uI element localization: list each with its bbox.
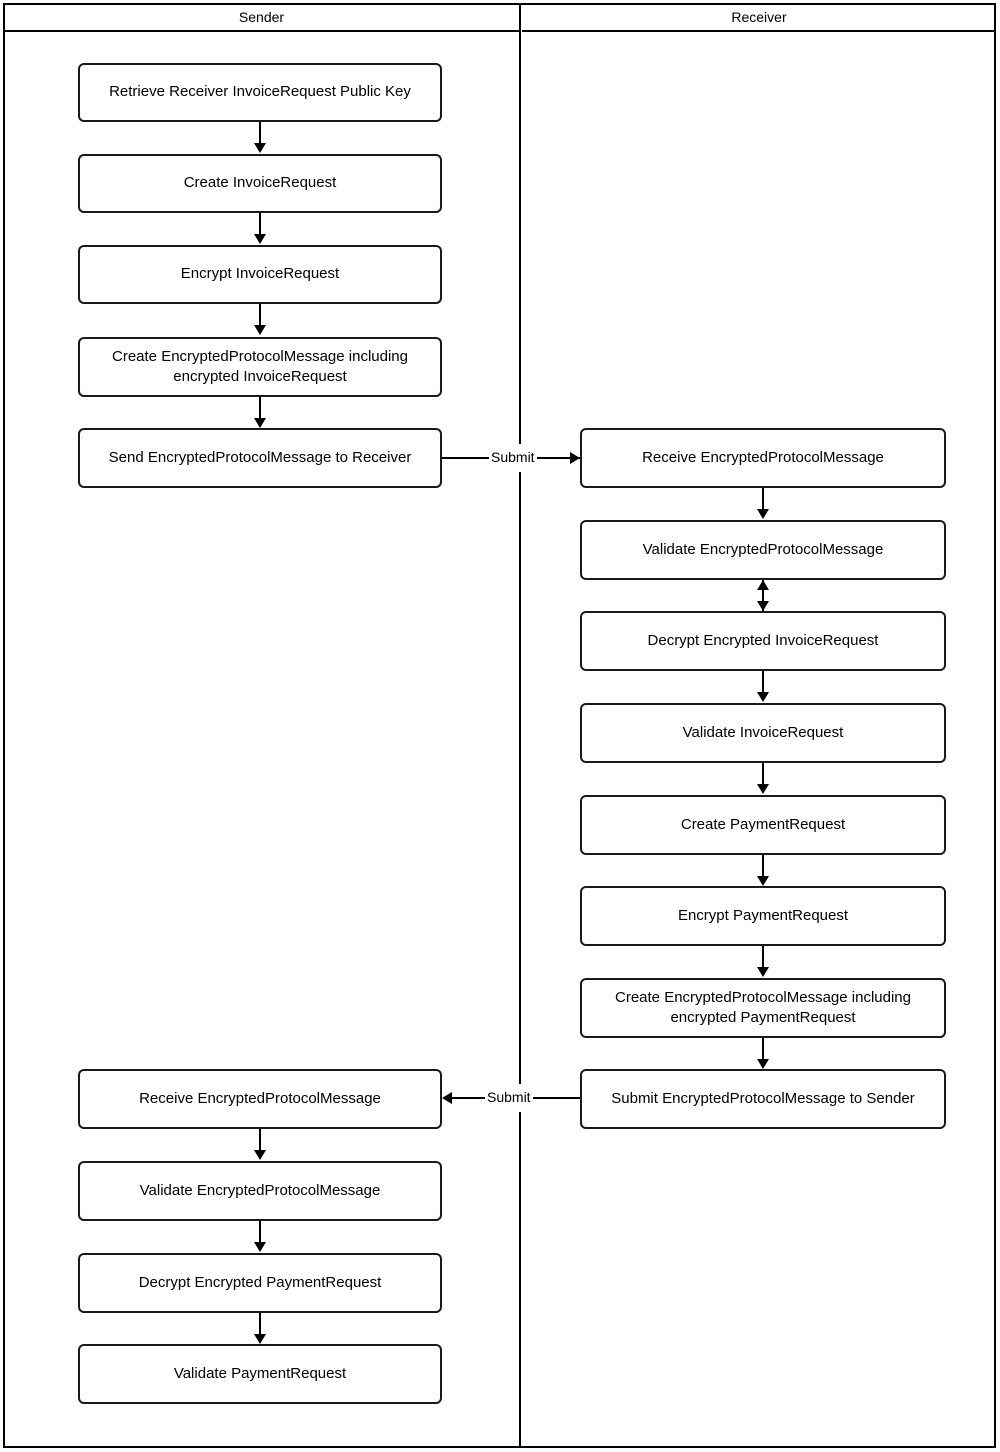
node-decrypt-encrypted-paymentrequest[interactable]: Decrypt Encrypted PaymentRequest bbox=[78, 1253, 442, 1313]
edge-s3-s4-arrowhead bbox=[254, 325, 266, 335]
node-label: Encrypt InvoiceRequest bbox=[180, 265, 340, 283]
node-receive-encryptedprotocolmessage-receiver[interactable]: Receive EncryptedProtocolMessage bbox=[580, 428, 946, 488]
edge-r7-r8-line bbox=[762, 1038, 764, 1060]
edge-s5-r1-arrowhead bbox=[570, 452, 580, 464]
edge-r1-r2-arrowhead bbox=[757, 509, 769, 519]
edge-r1-r2-line bbox=[762, 488, 764, 510]
edge-r3-r4-line bbox=[762, 671, 764, 693]
edge-s2-s3-line bbox=[259, 213, 261, 235]
edge-r8-s6-arrowhead bbox=[442, 1092, 452, 1104]
edge-s7-s8-arrowhead bbox=[254, 1242, 266, 1252]
edge-r6-r7-line bbox=[762, 946, 764, 968]
edge-r2-r3-arrowhead-down bbox=[757, 601, 769, 611]
lane-header-receiver: Receiver bbox=[522, 3, 996, 32]
node-send-encryptedprotocolmessage-to-receiver[interactable]: Send EncryptedProtocolMessage to Receive… bbox=[78, 428, 442, 488]
node-label: Validate PaymentRequest bbox=[173, 1364, 347, 1382]
edge-label-submit-top: Submit bbox=[489, 449, 537, 465]
edge-r5-r6-line bbox=[762, 855, 764, 877]
edge-s8-s9-line bbox=[259, 1313, 261, 1335]
edge-s7-s8-line bbox=[259, 1221, 261, 1243]
node-create-paymentrequest[interactable]: Create PaymentRequest bbox=[580, 795, 946, 855]
edge-r5-r6-arrowhead bbox=[757, 876, 769, 886]
lane-header-receiver-label: Receiver bbox=[731, 8, 787, 25]
edge-s1-s2-arrowhead bbox=[254, 143, 266, 153]
node-validate-encryptedprotocolmessage-receiver[interactable]: Validate EncryptedProtocolMessage bbox=[580, 520, 946, 580]
node-validate-paymentrequest[interactable]: Validate PaymentRequest bbox=[78, 1344, 442, 1404]
node-label: Validate EncryptedProtocolMessage bbox=[139, 1181, 381, 1199]
edge-label-submit-bottom: Submit bbox=[485, 1089, 533, 1105]
node-label: Decrypt Encrypted InvoiceRequest bbox=[647, 631, 879, 649]
node-receive-encryptedprotocolmessage-sender[interactable]: Receive EncryptedProtocolMessage bbox=[78, 1069, 442, 1129]
node-label: Create InvoiceRequest bbox=[183, 174, 337, 192]
node-encrypt-paymentrequest[interactable]: Encrypt PaymentRequest bbox=[580, 886, 946, 946]
node-label: Encrypt PaymentRequest bbox=[677, 906, 849, 924]
edge-s4-s5-line bbox=[259, 397, 261, 419]
edge-s8-s9-arrowhead bbox=[254, 1334, 266, 1344]
lane-header-sender: Sender bbox=[3, 3, 520, 32]
edge-s2-s3-arrowhead bbox=[254, 234, 266, 244]
node-create-encryptedprotocolmessage-paymentrequest[interactable]: Create EncryptedProtocolMessage includin… bbox=[580, 978, 946, 1038]
edge-r4-r5-arrowhead bbox=[757, 784, 769, 794]
edge-r6-r7-arrowhead bbox=[757, 967, 769, 977]
edge-r3-r4-arrowhead bbox=[757, 692, 769, 702]
node-label: Decrypt Encrypted PaymentRequest bbox=[138, 1273, 382, 1291]
node-label: Receive EncryptedProtocolMessage bbox=[139, 1089, 381, 1107]
node-label: Create PaymentRequest bbox=[680, 815, 846, 833]
edge-s1-s2-line bbox=[259, 122, 261, 144]
node-create-encryptedprotocolmessage-invoicerequest[interactable]: Create EncryptedProtocolMessage includin… bbox=[78, 337, 442, 397]
node-decrypt-encrypted-invoicerequest[interactable]: Decrypt Encrypted InvoiceRequest bbox=[580, 611, 946, 671]
node-retrieve-receiver-invoicerequest-public-key[interactable]: Retrieve Receiver InvoiceRequest Public … bbox=[78, 63, 442, 122]
node-label: Retrieve Receiver InvoiceRequest Public … bbox=[109, 83, 411, 101]
node-submit-encryptedprotocolmessage-to-sender[interactable]: Submit EncryptedProtocolMessage to Sende… bbox=[580, 1069, 946, 1129]
edge-r2-r3-arrowhead-up bbox=[757, 580, 769, 590]
node-validate-encryptedprotocolmessage-sender[interactable]: Validate EncryptedProtocolMessage bbox=[78, 1161, 442, 1221]
edge-r7-r8-arrowhead bbox=[757, 1059, 769, 1069]
node-label: Create EncryptedProtocolMessage includin… bbox=[112, 347, 408, 385]
edge-s4-s5-arrowhead bbox=[254, 418, 266, 428]
node-label: Send EncryptedProtocolMessage to Receive… bbox=[108, 448, 412, 466]
edge-s3-s4-line bbox=[259, 304, 261, 326]
node-label: Receive EncryptedProtocolMessage bbox=[642, 448, 884, 466]
edge-s6-s7-arrowhead bbox=[254, 1150, 266, 1160]
edge-r4-r5-line bbox=[762, 763, 764, 785]
lane-header-sender-label: Sender bbox=[238, 8, 285, 25]
node-label: Create EncryptedProtocolMessage includin… bbox=[615, 988, 911, 1026]
edge-s6-s7-line bbox=[259, 1129, 261, 1151]
node-label: Submit EncryptedProtocolMessage to Sende… bbox=[611, 1089, 915, 1107]
node-validate-invoicerequest[interactable]: Validate InvoiceRequest bbox=[580, 703, 946, 763]
node-encrypt-invoicerequest[interactable]: Encrypt InvoiceRequest bbox=[78, 245, 442, 304]
node-create-invoicerequest[interactable]: Create InvoiceRequest bbox=[78, 154, 442, 213]
node-label: Validate InvoiceRequest bbox=[682, 723, 844, 741]
node-label: Validate EncryptedProtocolMessage bbox=[642, 540, 884, 558]
edge-r2-r3-line bbox=[762, 580, 764, 611]
lane-divider bbox=[519, 3, 521, 1448]
